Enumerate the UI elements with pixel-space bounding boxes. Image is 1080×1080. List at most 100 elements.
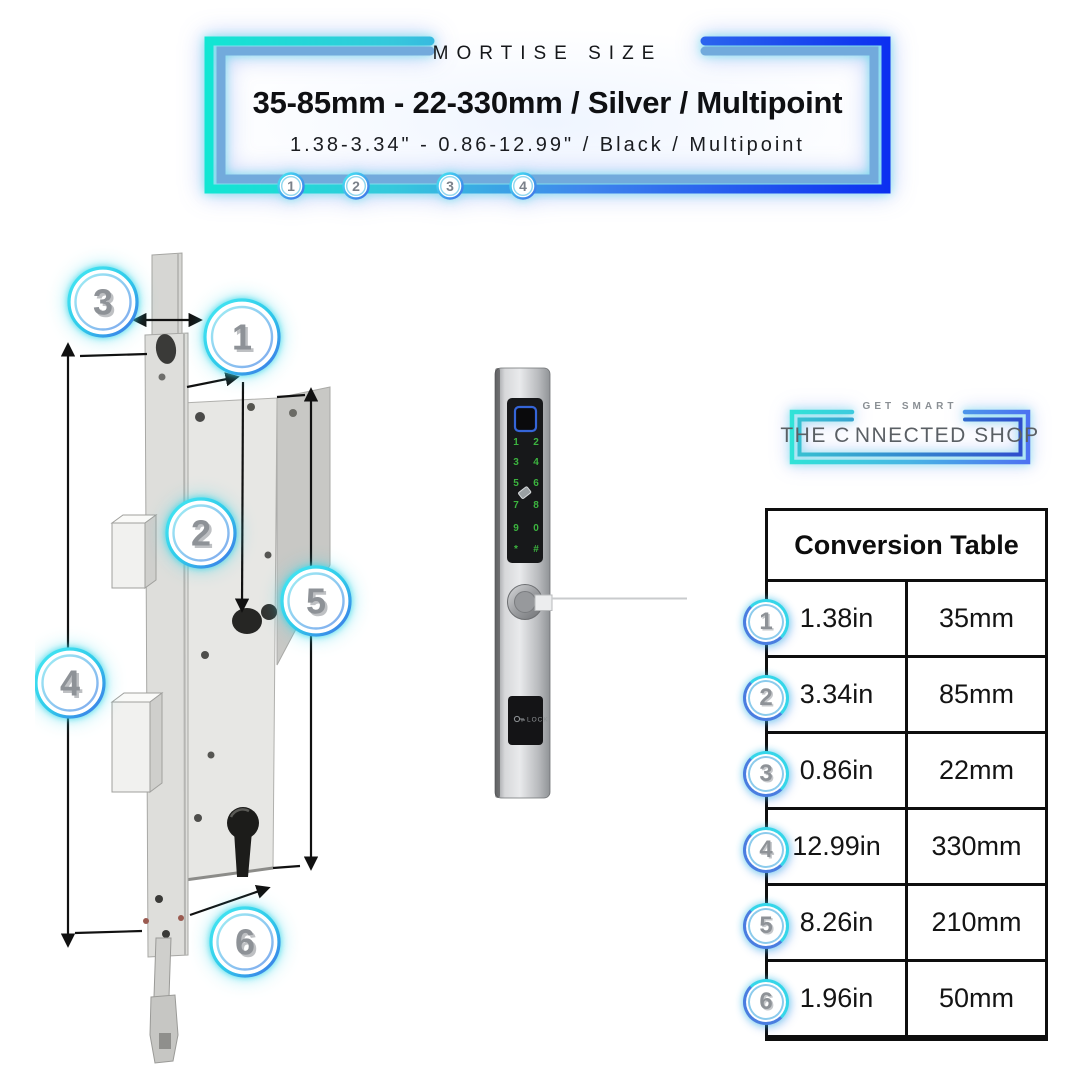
mortise-lock-diagram: 3 3 1 1 2 2 5 5 4 4 [35, 252, 352, 1064]
cell-inches: 1.96in [768, 962, 908, 1035]
lock-body-bottom-edge [184, 866, 274, 882]
key-star[interactable]: * [514, 544, 518, 555]
key-5[interactable]: 5 [513, 478, 519, 489]
arrow-measure-6 [189, 884, 271, 917]
banner-marker-2-number: 2 [352, 178, 360, 194]
connected-shop-logo: GET SMART THE C NNECTED SHOP [780, 392, 1040, 474]
key-4[interactable]: 4 [533, 457, 539, 468]
faceplate-screw-red [178, 915, 184, 921]
faceplate-screw-red [143, 918, 149, 924]
callout-1: 1 1 [203, 298, 281, 376]
table-row: 3.34in 85mm [768, 658, 1045, 734]
logo-name-suffix: NNECTED SHOP [854, 424, 1040, 447]
table-marker-6-number: 6 [759, 988, 773, 1015]
banner-eyebrow: MORTISE SIZE [432, 43, 663, 64]
callout-5: 5 5 [280, 565, 352, 637]
key-icon [513, 715, 525, 723]
lock-hole [201, 651, 209, 659]
table-row: 0.86in 22mm [768, 734, 1045, 810]
banner-inner-border [216, 46, 879, 184]
mortise-size-banner: 1 2 3 4 MORTISE SIZE 35-85mm - 22-330mm … [195, 30, 900, 200]
hook-notch [159, 1033, 171, 1049]
callout-6-number: 6 [235, 922, 255, 963]
table-marker-6: 6 [743, 979, 789, 1025]
logo-inner-border [797, 417, 1023, 457]
banner-marker-2: 2 [342, 172, 370, 200]
top-latch-bolt [155, 334, 177, 364]
table-row: 8.26in 210mm [768, 886, 1045, 962]
arrow-measure-1 [186, 372, 240, 389]
logo-neon-frame [789, 409, 1031, 465]
arrow-measure-2 [234, 381, 250, 613]
key-6[interactable]: 6 [533, 478, 539, 489]
table-marker-5-number: 5 [759, 912, 773, 939]
logo-outer-border [789, 409, 1031, 465]
conversion-table-title: Conversion Table [768, 511, 1045, 582]
faceplate-screw [158, 373, 166, 381]
banner-marker-4: 4 [509, 172, 537, 200]
cell-mm: 50mm [938, 983, 1014, 1013]
cell-mm: 210mm [931, 907, 1022, 937]
callout-3-number: 3 [93, 282, 113, 323]
cell-inches: 1.38in [768, 582, 908, 655]
banner-marker-1: 1 [277, 172, 305, 200]
table-row: 1.96in 50mm [768, 962, 1045, 1038]
callout-3-shadow: 3 [95, 284, 115, 325]
faceplate-screw [162, 930, 170, 938]
table-marker-5: 5 [743, 903, 789, 949]
logo-name: THE C NNECTED SHOP [780, 424, 1040, 448]
callout-6: 6 6 [209, 906, 281, 978]
callout-2: 2 2 [165, 497, 237, 569]
faceplate-screw [155, 895, 163, 903]
keypad-keys: 1 2 3 4 5 6 7 8 9 0 * # [513, 437, 539, 555]
key-7[interactable]: 7 [513, 500, 519, 511]
faceplate-edge-shading [183, 333, 186, 956]
lock-screw [289, 409, 297, 417]
keypad-panel [507, 398, 543, 563]
table-marker-2-number: 2 [759, 684, 773, 711]
logo-tagline: GET SMART [862, 401, 958, 412]
table-marker-3: 3 [743, 751, 789, 797]
callout-4-shadow: 4 [62, 665, 82, 706]
cell-inches: 3.34in [768, 658, 908, 731]
fingerprint-sensor-icon[interactable] [513, 405, 538, 433]
table-row: 12.99in 330mm [768, 810, 1045, 886]
banner-marker-3: 3 [436, 172, 464, 200]
banner-outer-border [204, 36, 891, 194]
callout-5-shadow: 5 [308, 583, 328, 624]
handle-hub [507, 584, 543, 620]
cell-mm: 35mm [938, 603, 1014, 633]
key-0[interactable]: 0 [533, 523, 539, 534]
measurement-arrows [60, 312, 319, 948]
callout-2-shadow: 2 [193, 515, 213, 556]
callout-6-shadow: 6 [237, 924, 257, 965]
lock-hole [194, 814, 202, 822]
banner-subtitle: 1.38-3.34" - 0.86-12.99" / Black / Multi… [290, 134, 805, 156]
lock-hole [264, 551, 272, 559]
rfid-card-icon [518, 486, 532, 499]
callout-1-shadow: 1 [234, 319, 254, 360]
lock-label: LOCK [527, 717, 549, 724]
door-handle[interactable] [533, 594, 698, 611]
faceplate [144, 332, 189, 958]
latch-box-lower [110, 692, 164, 793]
table-marker-3-number: 3 [759, 760, 773, 787]
table-marker-1-number: 1 [759, 608, 773, 635]
table-marker-1: 1 [743, 599, 789, 645]
cell-inches: 12.99in [768, 810, 908, 883]
banner-marker-4-number: 4 [519, 178, 527, 194]
key-3[interactable]: 3 [513, 457, 519, 468]
logo-name-prefix: THE C [780, 424, 851, 447]
table-marker-4: 4 [743, 827, 789, 873]
conversion-table: Conversion Table 1.38in 35mm 3.34in 85mm… [743, 508, 1048, 1041]
key-9[interactable]: 9 [513, 523, 519, 534]
cell-mm: 330mm [931, 831, 1022, 861]
euro-cylinder [227, 807, 259, 877]
hook-bolt-tail [149, 937, 179, 1064]
cell-inches: 0.86in [768, 734, 908, 807]
key-hash[interactable]: # [533, 544, 539, 555]
key-8[interactable]: 8 [533, 500, 539, 511]
key-2[interactable]: 2 [533, 437, 539, 448]
key-1[interactable]: 1 [513, 437, 519, 448]
